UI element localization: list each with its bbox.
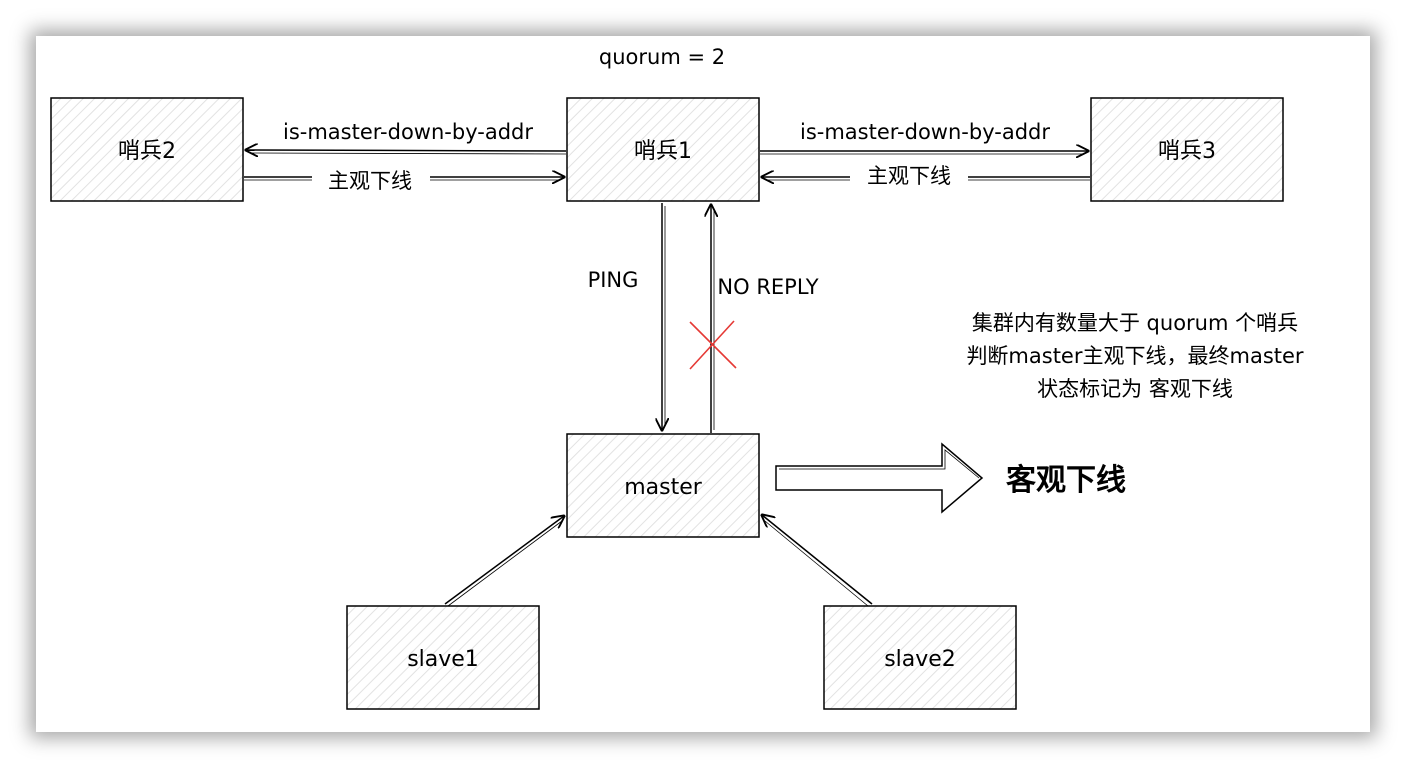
edge-s1-to-s3-query-label: is-master-down-by-addr: [800, 120, 1050, 144]
edge-slave2-to-master: [762, 515, 873, 607]
edge-ping: PING: [588, 203, 665, 430]
node-master[interactable]: master: [566, 433, 760, 538]
edge-ping-label: PING: [588, 268, 639, 292]
node-master-label: master: [624, 475, 703, 500]
note-block: 集群内有数量大于 quorum 个哨兵 判断master主观下线，最终maste…: [966, 311, 1303, 401]
node-sentinel3[interactable]: 哨兵3: [1090, 97, 1284, 202]
cross-icon: [689, 320, 737, 370]
edge-s1-to-s2-query-label: is-master-down-by-addr: [283, 120, 533, 144]
note-line-2: 判断master主观下线，最终master: [966, 344, 1303, 368]
node-slave2[interactable]: slave2: [823, 605, 1017, 710]
node-slave2-label: slave2: [884, 647, 956, 672]
node-sentinel1[interactable]: 哨兵1: [566, 97, 760, 202]
edge-no-reply-label: NO REPLY: [717, 275, 818, 299]
node-slave1-label: slave1: [407, 647, 479, 672]
node-sentinel1-label: 哨兵1: [634, 139, 692, 164]
node-sentinel3-label: 哨兵3: [1158, 139, 1216, 164]
node-slave1[interactable]: slave1: [346, 605, 540, 710]
edge-slave1-to-master: [444, 516, 564, 607]
edge-no-reply: NO REPLY: [689, 205, 819, 433]
node-sentinel2-label: 哨兵2: [118, 139, 176, 164]
edge-s1-to-s3-query: is-master-down-by-addr: [760, 120, 1088, 154]
edge-s2-to-s1-reply-label: 主观下线: [328, 169, 412, 193]
result-block-arrow: [775, 442, 984, 514]
note-line-3: 状态标记为 客观下线: [1037, 377, 1233, 401]
quorum-label: quorum = 2: [599, 45, 725, 69]
node-sentinel2[interactable]: 哨兵2: [50, 97, 244, 202]
edge-s3-to-s1-reply: 主观下线: [762, 162, 1090, 188]
edge-s1-to-s2-query: is-master-down-by-addr: [246, 120, 567, 154]
edge-s2-to-s1-reply: 主观下线: [244, 166, 564, 193]
edge-s3-to-s1-reply-label: 主观下线: [867, 164, 951, 188]
note-line-1: 集群内有数量大于 quorum 个哨兵: [972, 311, 1298, 335]
result-label: 客观下线: [1006, 463, 1126, 498]
